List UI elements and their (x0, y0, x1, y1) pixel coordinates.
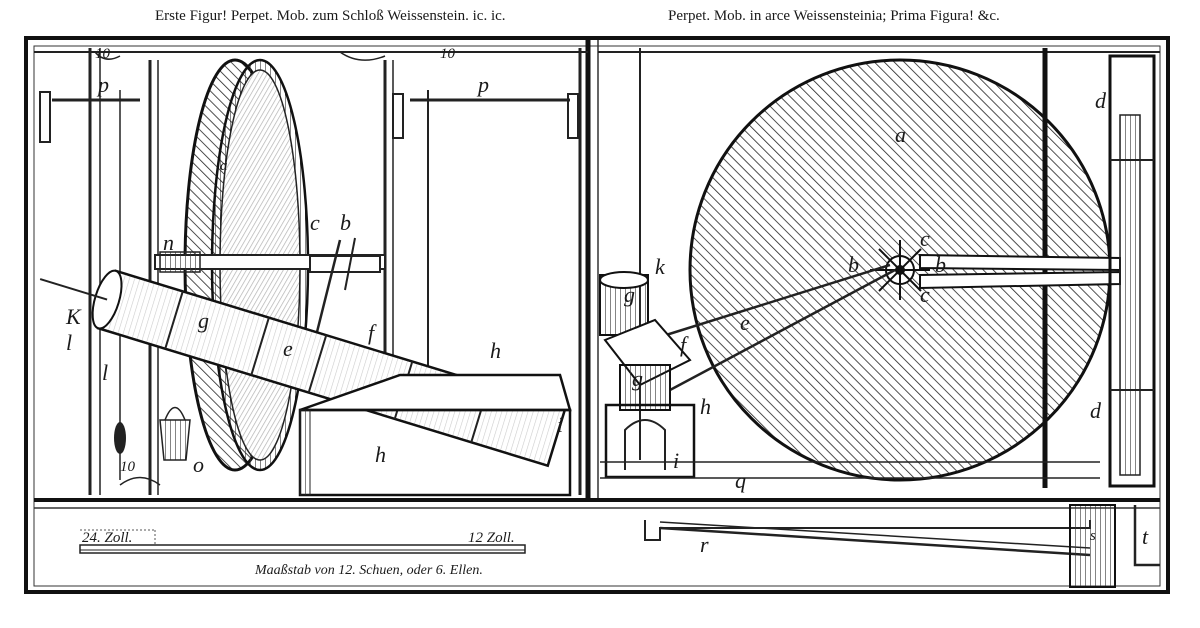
scale-left-label: 24. Zoll. (82, 530, 132, 546)
scale-bar: 24. Zoll. 12 Zoll. Maaßstab von 12. Schu… (79, 529, 526, 578)
label-i-left: i (557, 412, 563, 437)
title-german: Erste Figur! Perpet. Mob. zum Schloß Wei… (155, 8, 506, 24)
label-k-left: K (65, 304, 82, 329)
label-c-right2: c (920, 282, 930, 307)
label-l-upper: l (66, 330, 72, 355)
letter-labels: p p 10 10 10 n c b K l l g e f h h i o a… (65, 46, 1149, 557)
pipe-assembly (644, 504, 1160, 588)
label-b-left: b (340, 210, 351, 235)
label-g-lower: g (632, 366, 643, 391)
label-i-right: i (673, 448, 679, 473)
label-n: n (163, 230, 174, 255)
label-10-bottom: 10 (120, 459, 136, 475)
label-p-left: p (96, 72, 109, 97)
label-d-lower: d (1090, 398, 1102, 423)
scale-right-label: 12 Zoll. (468, 530, 515, 546)
label-d-upper: d (1095, 88, 1107, 113)
label-c-right1: c (920, 226, 930, 251)
label-10-top-left: 10 (95, 46, 111, 62)
label-f-left: f (368, 320, 377, 345)
label-t: t (1142, 524, 1149, 549)
label-c-left: c (310, 210, 320, 235)
label-g-upper: g (624, 282, 635, 307)
outer-frame (24, 36, 1170, 594)
label-s: s (1090, 528, 1096, 544)
label-l-lower: l (102, 360, 108, 385)
label-f-right: f (680, 332, 689, 357)
label-r: r (700, 532, 709, 557)
label-g-left: g (198, 308, 209, 333)
label-o: o (193, 452, 204, 477)
label-b-right1: b (848, 252, 859, 277)
label-q: q (735, 468, 746, 493)
scale-caption: Maaßstab von 12. Schuen, oder 6. Ellen. (254, 563, 483, 578)
label-b-right2: b (935, 252, 946, 277)
label-h-top: h (490, 338, 501, 363)
label-a-right: a (895, 122, 906, 147)
label-p-right: p (476, 72, 489, 97)
label-e-right: e (740, 310, 750, 335)
label-a-left: a (220, 158, 228, 174)
label-h-front: h (375, 442, 386, 467)
right-figure (598, 48, 1160, 488)
label-10-top-right: 10 (440, 46, 456, 62)
label-h-right: h (700, 394, 711, 419)
label-e-left: e (283, 336, 293, 361)
left-figure (34, 48, 588, 497)
label-k-right: k (655, 254, 666, 279)
title-latin: Perpet. Mob. in arce Weissensteinia; Pri… (668, 8, 1000, 24)
